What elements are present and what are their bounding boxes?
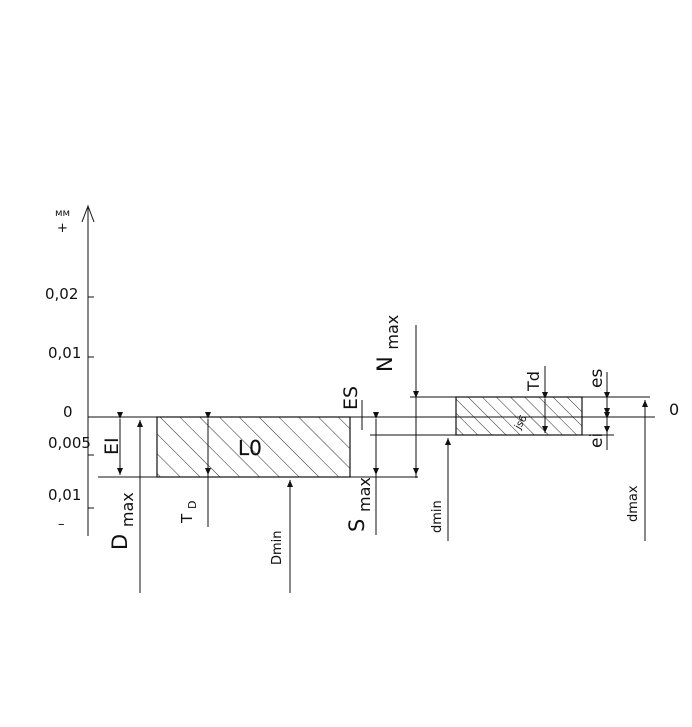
shaft-tolerance-field: js6 <box>455 396 583 436</box>
nmax-label: N <box>373 356 397 372</box>
shaft-tolerance-label: Td <box>524 371 543 392</box>
svg-text:N max: N max <box>373 315 402 372</box>
smax-label: S <box>345 519 369 532</box>
shaft-td-dimension: Td <box>524 366 548 433</box>
smax-dimension: S max <box>345 412 456 535</box>
tick-label: 0,01 <box>48 486 81 504</box>
shaft-deviation-dimension: es ei <box>582 369 614 450</box>
hole-max-size-label: D <box>108 534 132 550</box>
shaft-min-size-label: dmin <box>430 500 445 533</box>
hole-tolerance-sub: D <box>186 501 199 509</box>
es-dimension: ES <box>340 386 363 430</box>
nmax-sub: max <box>383 315 402 350</box>
hole-field-label: L0 <box>238 436 262 460</box>
shaft-max-size-label: dmax <box>626 485 641 522</box>
dmax-shaft-dimension: dmax <box>626 400 648 541</box>
vertical-axis: мм + – <box>55 204 95 536</box>
hole-max-size-sub: max <box>118 492 137 527</box>
hole-min-size-label: Dmin <box>270 530 285 565</box>
right-zero-label: 0 <box>669 400 679 419</box>
dmin-shaft-dimension: dmin <box>430 438 451 541</box>
ei-dimension: EI <box>101 412 123 475</box>
tick-label: 0,005 <box>48 434 91 452</box>
hole-tolerance-field: L0 <box>156 416 351 478</box>
minus-sign: – <box>58 517 65 532</box>
unit-label: мм <box>55 208 70 219</box>
nmax-dimension: N max <box>373 315 650 478</box>
hole-tolerance-label: T <box>178 513 196 524</box>
td-dimension: T D <box>178 412 211 527</box>
ei-label: EI <box>101 437 123 455</box>
smax-sub: max <box>355 477 374 512</box>
dmax-hole-dimension: D max <box>108 420 143 593</box>
shaft-upper-deviation-label: es <box>587 369 607 388</box>
svg-text:S max: S max <box>345 477 374 532</box>
plus-sign: + <box>57 221 68 236</box>
tick-labels: 0,02 0,01 0 0,005 0,01 <box>45 285 91 504</box>
es-label: ES <box>340 386 362 410</box>
tick-label: 0,01 <box>48 344 81 362</box>
tick-label: 0 <box>63 403 73 421</box>
svg-text:T D: T D <box>178 501 199 524</box>
tick-label: 0,02 <box>45 285 78 303</box>
svg-text:D max: D max <box>108 492 137 550</box>
shaft-lower-deviation-label: ei <box>587 433 607 448</box>
dmin-hole-dimension: Dmin <box>270 480 293 593</box>
